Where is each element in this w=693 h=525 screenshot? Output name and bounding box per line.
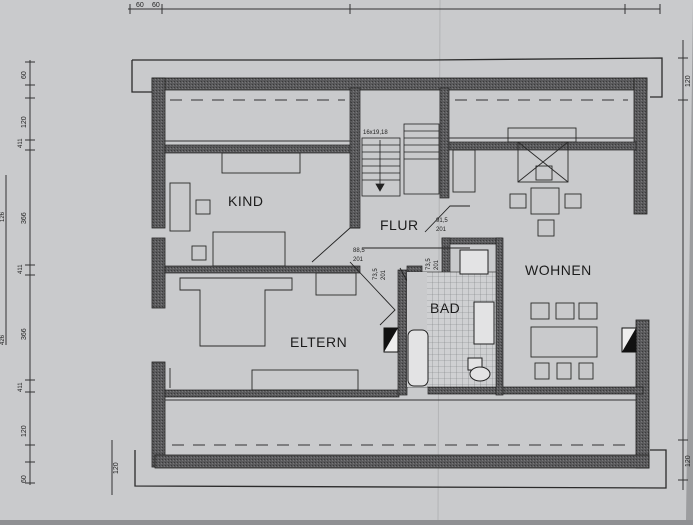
window-markers: [383, 327, 637, 353]
bathtub-icon: [407, 329, 429, 387]
exterior-walls: [151, 77, 650, 469]
dim-left-4: 366: [21, 212, 28, 224]
dim-right-2: 120: [685, 455, 692, 467]
kind-door-dim-top: 88,5: [353, 248, 365, 254]
right-dimension-chain: 120 120: [678, 40, 692, 490]
eltern-furniture: [169, 272, 359, 391]
eave-lines: [170, 99, 630, 446]
kind-door-dim-bottom: 201: [353, 257, 364, 263]
flur-door-dim-bottom: 201: [436, 227, 447, 233]
bathroom: [406, 249, 497, 388]
shower-icon: [459, 249, 489, 275]
dim-left-8: 120: [21, 425, 28, 437]
bad-door-dim-bottom: 201: [434, 259, 440, 270]
sofa-icon: [530, 326, 598, 358]
room-label-kind: KIND: [228, 193, 263, 209]
room-label-eltern: ELTERN: [290, 334, 347, 350]
dim-left-2: 120: [21, 116, 28, 128]
room-label-flur: FLUR: [380, 217, 419, 233]
wohnen-furniture: [452, 127, 598, 380]
left-dimension-chain: 60 120 411 366 411 366 411 120 60 126 42…: [0, 60, 35, 485]
stair-dimension: 16x19,18: [363, 130, 388, 136]
dim-left-outer-2: 426: [0, 334, 6, 345]
room-labels: KIND FLUR ELTERN BAD WOHNEN: [228, 193, 592, 350]
dim-left-3: 411: [18, 138, 24, 148]
staircase: 16x19,18: [361, 123, 440, 197]
sink-icon: [473, 301, 495, 345]
dim-bottom-left: 120: [113, 462, 120, 474]
dim-top-2: 60: [152, 2, 160, 9]
toilet-icon: [469, 366, 491, 382]
interior-walls: [164, 87, 644, 398]
dim-right-1: 120: [685, 75, 692, 87]
eltern-door-dim-bottom: 201: [381, 269, 387, 280]
dim-left-7: 411: [18, 382, 24, 392]
dim-top-1: 60: [136, 2, 144, 9]
bad-door-dim-top: 73,5: [426, 258, 432, 270]
roof-overhang: [131, 57, 667, 489]
dim-left-outer-1: 126: [0, 211, 6, 222]
stair-arrow-icon: [375, 183, 385, 192]
flur-door-dim-top: 91,5: [436, 218, 448, 224]
door-dimensions: 91,5 201 88,5 201 73,5 201 73,5 201: [353, 218, 448, 280]
skylight-icon: [517, 141, 569, 183]
dim-left-6: 366: [21, 328, 28, 340]
knee-wall-lines: [165, 137, 636, 401]
bottom-dimension: 120: [111, 440, 120, 495]
dim-left-9: 60: [21, 475, 28, 483]
dim-left-1: 60: [21, 71, 28, 79]
dining-table-icon: [530, 187, 560, 215]
eltern-door-dim-top: 73,5: [373, 268, 379, 280]
kind-furniture: [169, 152, 301, 267]
room-label-wohnen: WOHNEN: [525, 262, 592, 278]
top-dimension-line: 60 60: [128, 2, 661, 14]
dim-left-5: 411: [18, 264, 24, 274]
room-label-bad: BAD: [430, 300, 460, 316]
